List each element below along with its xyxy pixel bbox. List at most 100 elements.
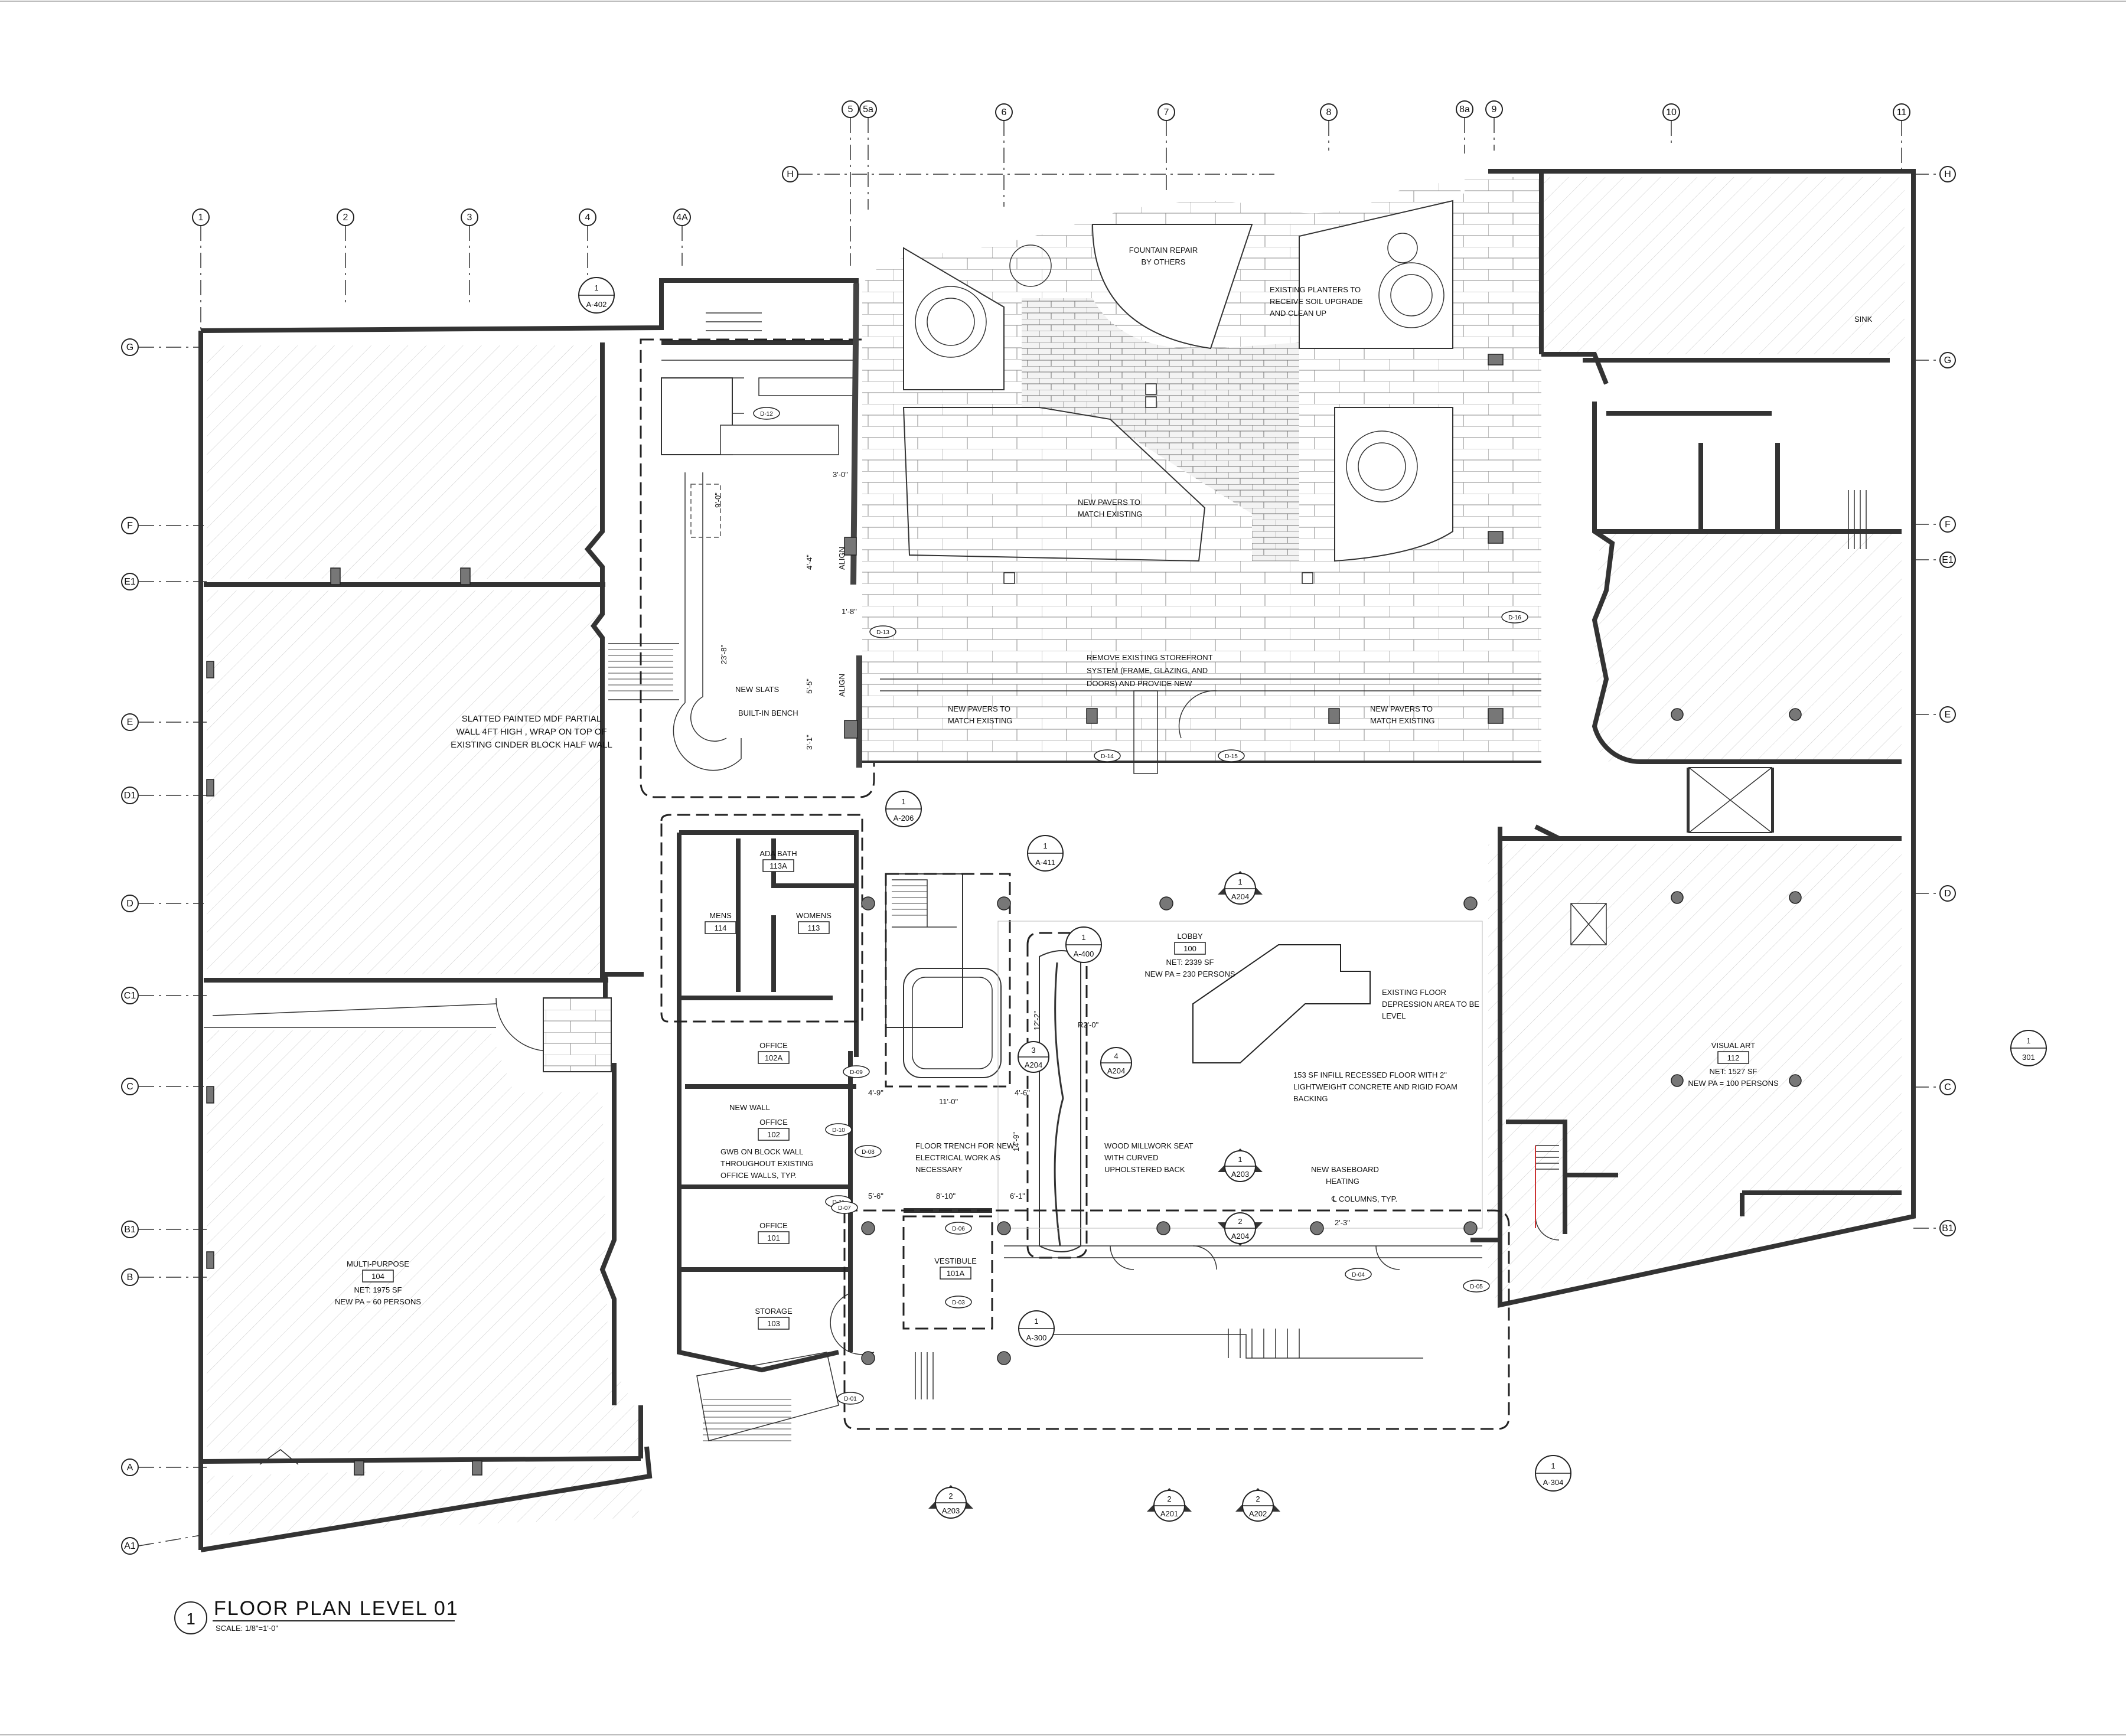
room-pa-lobby: NEW PA = 230 PERSONS xyxy=(1144,970,1235,978)
grid-label-col-7: 7 xyxy=(1164,107,1169,118)
grid-label-row-C: C xyxy=(126,1082,133,1092)
door-label-D-16: D-16 xyxy=(1508,615,1521,621)
grid-label-col-2: 2 xyxy=(343,213,348,223)
grid-label-col-3: 3 xyxy=(467,213,472,223)
room-number-office_102a: 102A xyxy=(765,1053,783,1062)
door-label-D-04: D-04 xyxy=(1352,1272,1365,1278)
note-millwork-2: WITH CURVED xyxy=(1104,1153,1158,1162)
door-label-D-01: D-01 xyxy=(844,1396,857,1402)
note-infill-3: BACKING xyxy=(1293,1094,1328,1103)
grid-bubble-row-A xyxy=(121,1458,139,1476)
grid-label-col-5a: 5a xyxy=(863,105,873,115)
east-wing xyxy=(1488,169,1916,1308)
door-tag-D-01 xyxy=(837,1392,864,1405)
room-net-multipurpose: NET: 1975 SF xyxy=(354,1285,402,1294)
door-label-D-06: D-06 xyxy=(952,1226,965,1232)
grid-bubble-col-4A xyxy=(673,208,691,226)
grid-bubble-row-C1 xyxy=(121,987,139,1004)
grid-label-row-A1: A1 xyxy=(124,1541,136,1551)
room-number-lobby: 100 xyxy=(1183,944,1196,953)
section-sheet-s201: A201 xyxy=(1160,1509,1178,1518)
room-number-box-office_102 xyxy=(758,1128,790,1141)
grid-label-col-4A: 4A xyxy=(676,213,688,223)
door-label-D-14: D-14 xyxy=(1101,753,1114,760)
grid-bubble-col-9 xyxy=(1485,100,1503,118)
room-number-ada_bath: 113A xyxy=(769,862,787,870)
grid-bubble-right-E xyxy=(1939,706,1956,723)
section-num-s204b: 2 xyxy=(1238,1217,1242,1226)
door-label-D-15: D-15 xyxy=(1225,753,1238,760)
callout-num-a411: 1 xyxy=(1043,841,1047,850)
detail-callouts: 1A-4021A-2061A-4111A-4001A-3001A-3041301… xyxy=(578,277,2047,1522)
grid-bubble-col-4 xyxy=(579,208,596,226)
grid-bubble-row-E xyxy=(121,713,139,731)
courtyard xyxy=(844,177,1541,774)
dim-1-8: 1'-8" xyxy=(842,607,857,616)
dim-5-5: 5'-5" xyxy=(805,678,814,694)
room-number-mens: 114 xyxy=(715,924,727,932)
drawing-scale: SCALE: 1/8"=1'-0" xyxy=(216,1624,278,1633)
grid-label-right-D: D xyxy=(1944,889,1951,899)
grid-label-col-5: 5 xyxy=(848,105,853,115)
note-align-2: ALIGN xyxy=(837,674,846,697)
door-tag-D-14 xyxy=(1094,749,1121,762)
section-num-s202: 2 xyxy=(1256,1494,1260,1503)
grid-bubble-left-H xyxy=(782,166,798,182)
section-num-s203b: 2 xyxy=(948,1492,953,1500)
room-number-box-visual_art xyxy=(1717,1051,1749,1064)
door-label-D-09: D-09 xyxy=(850,1069,863,1076)
note-built-in-bench: BUILT-IN BENCH xyxy=(738,709,798,717)
annotation-notes: SLATTED PAINTED MDF PARTIAL WALL 4FT HIG… xyxy=(451,246,1873,1203)
note-pavers-left-1: NEW PAVERS TO xyxy=(948,704,1010,713)
room-number-box-office_102a xyxy=(758,1051,790,1064)
grid-bubble-row-B xyxy=(121,1268,139,1286)
grid-label-col-9: 9 xyxy=(1492,105,1497,115)
note-baseboard-1: NEW BASEBOARD xyxy=(1311,1165,1379,1174)
grid-bubble-row-D xyxy=(121,895,139,912)
drawing-title: FLOOR PLAN LEVEL 01 xyxy=(214,1597,459,1620)
grid-label-row-B1: B1 xyxy=(124,1225,136,1235)
grid-bubble-right-B1 xyxy=(1939,1220,1956,1236)
room-name-multipurpose: MULTI-PURPOSE xyxy=(347,1259,409,1268)
section-sheet-s202: A202 xyxy=(1249,1509,1267,1518)
callout-sheet-s301: 301 xyxy=(2022,1053,2035,1062)
dim-11-0: 11'-0" xyxy=(939,1097,958,1106)
grid-label-col-8: 8 xyxy=(1326,107,1332,118)
grid-bubble-row-E1 xyxy=(121,573,139,590)
note-floor-depression-1: EXISTING FLOOR xyxy=(1382,988,1446,997)
note-trench-3: NECESSARY xyxy=(915,1165,963,1174)
callout-sheet-a206: A-206 xyxy=(894,814,914,823)
grid-label-col-11: 11 xyxy=(1897,107,1907,118)
drawing-title-block: 1 FLOOR PLAN LEVEL 01 SCALE: 1/8"=1'-0" xyxy=(174,1597,459,1634)
note-new-slats: NEW SLATS xyxy=(735,685,779,694)
dim-6-1: 6'-1" xyxy=(1010,1192,1025,1200)
room-net-visual_art: NET: 1527 SF xyxy=(1710,1067,1757,1076)
door-label-D-10: D-10 xyxy=(832,1127,845,1134)
dim-12-2: 12'-2" xyxy=(1032,1010,1041,1030)
door-tag-D-09 xyxy=(843,1065,870,1078)
room-number-multipurpose: 104 xyxy=(371,1272,384,1281)
room-name-womens: WOMENS xyxy=(796,911,832,920)
section-num-s201: 2 xyxy=(1167,1494,1171,1503)
grid-label-row-B: B xyxy=(127,1272,133,1283)
room-number-visual_art: 112 xyxy=(1727,1053,1740,1062)
dim-5-6: 5'-6" xyxy=(868,1192,883,1200)
dim-14-9: 14'-9" xyxy=(1012,1131,1020,1151)
room-name-ada_bath: ADA BATH xyxy=(759,849,797,858)
grid-bubble-right-E1 xyxy=(1939,552,1956,568)
note-gwb-3: OFFICE WALLS, TYP. xyxy=(720,1171,797,1180)
room-number-storage: 103 xyxy=(767,1319,780,1328)
door-tag-D-12 xyxy=(753,407,780,420)
callout-sheet-a400: A-400 xyxy=(1074,949,1094,958)
grid-label-right-H: H xyxy=(1944,169,1951,180)
section-sheet-s204b: A204 xyxy=(1231,1232,1249,1241)
callout-sheet-a411: A-411 xyxy=(1035,858,1055,867)
grid-label-row-D: D xyxy=(126,899,133,909)
note-align-1: ALIGN xyxy=(837,547,846,570)
room-name-mens: MENS xyxy=(709,911,732,920)
grid-label-right-F: F xyxy=(1945,520,1951,530)
door-label-D-07: D-07 xyxy=(838,1205,851,1212)
grid-bubble-row-C xyxy=(121,1078,139,1095)
door-tag-D-13 xyxy=(869,625,896,638)
